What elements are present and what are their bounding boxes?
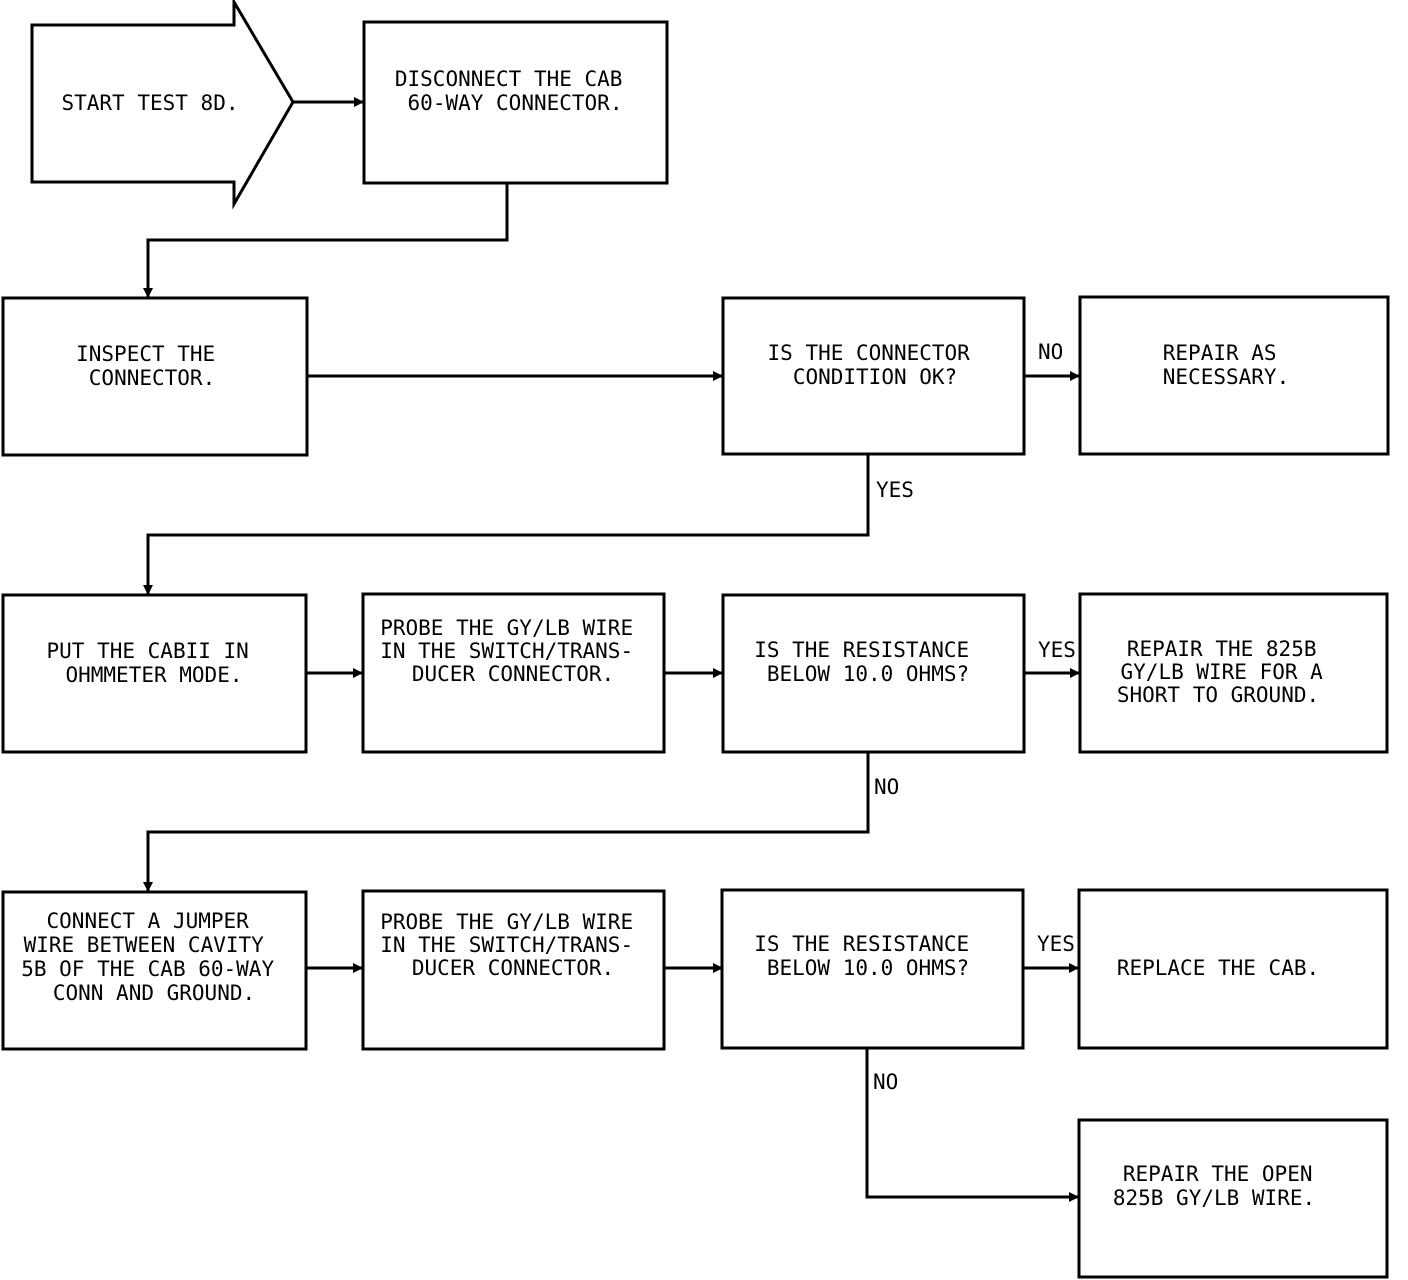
branch-label-yes: YES xyxy=(876,478,914,502)
step-text: DISCONNECT THE CAB 60-WAY CONNECTOR. xyxy=(395,67,635,115)
step-text: REPAIR AS NECESSARY. xyxy=(1163,341,1289,389)
branch-label-yes: YES xyxy=(1038,638,1076,662)
arrowhead xyxy=(1070,668,1080,678)
arrowhead xyxy=(354,97,364,107)
process-box xyxy=(361,889,666,1051)
step-probe-2: PROBE THE GY/LB WIRE IN THE SWITCH/TRANS… xyxy=(361,889,666,1051)
step-text: REPLACE THE CAB. xyxy=(1117,956,1319,980)
decision-text: IS THE RESISTANCE BELOW 10.0 OHMS? xyxy=(754,638,982,686)
step-probe-1: PROBE THE GY/LB WIRE IN THE SWITCH/TRANS… xyxy=(361,592,666,754)
step-text: PROBE THE GY/LB WIRE IN THE SWITCH/TRANS… xyxy=(380,616,646,686)
decision-text: IS THE CONNECTOR CONDITION OK? xyxy=(768,341,983,389)
arrowhead xyxy=(1069,963,1079,973)
step-inspect: INSPECT THE CONNECTOR. xyxy=(1,296,309,457)
step-connect-jumper: CONNECT A JUMPER WIRE BETWEEN CAVITY 5B … xyxy=(1,890,308,1051)
connector-resistance1-no xyxy=(146,752,870,892)
process-box xyxy=(1077,1118,1389,1279)
process-box xyxy=(1,890,308,1051)
process-box xyxy=(1078,295,1390,456)
arrowhead xyxy=(713,371,723,381)
step-text: REPAIR THE 825B GY/LB WIRE FOR A SHORT T… xyxy=(1117,637,1336,707)
decision-box xyxy=(721,296,1026,456)
step-disconnect: DISCONNECT THE CAB 60-WAY CONNECTOR. xyxy=(362,20,669,185)
process-box xyxy=(1,593,308,754)
step-repair-as-necessary: REPAIR AS NECESSARY. xyxy=(1078,295,1390,456)
step-replace-cab: REPLACE THE CAB. xyxy=(1077,888,1389,1050)
step-repair-open: REPAIR THE OPEN 825B GY/LB WIRE. xyxy=(1077,1118,1389,1279)
branch-label-yes: YES xyxy=(1037,932,1075,956)
connector-condition-yes xyxy=(146,454,870,595)
start-text: START TEST 8D. xyxy=(61,91,238,115)
branch-labels: NO YES YES NO YES NO xyxy=(873,340,1076,1094)
arrowhead xyxy=(143,882,153,892)
decision-text: IS THE RESISTANCE BELOW 10.0 OHMS? xyxy=(754,932,982,980)
branch-label-no: NO xyxy=(1038,340,1063,364)
process-box xyxy=(1,296,309,457)
process-box xyxy=(1078,592,1389,754)
arrowhead xyxy=(353,963,363,973)
decision-box xyxy=(721,593,1026,754)
step-text: REPAIR THE OPEN 825B GY/LB WIRE. xyxy=(1113,1162,1325,1210)
arrowhead xyxy=(143,585,153,595)
process-box xyxy=(362,20,669,185)
connectors xyxy=(143,97,1080,1202)
decision-box xyxy=(720,888,1025,1050)
connector-resistance2-no xyxy=(865,1048,1079,1199)
step-text: CONNECT A JUMPER WIRE BETWEEN CAVITY 5B … xyxy=(21,909,287,1005)
connector-disconnect-to-inspect xyxy=(146,183,509,298)
decision-resistance-2: IS THE RESISTANCE BELOW 10.0 OHMS? xyxy=(720,888,1025,1050)
arrowhead xyxy=(353,668,363,678)
arrowhead xyxy=(1070,371,1080,381)
decision-condition: IS THE CONNECTOR CONDITION OK? xyxy=(721,296,1026,456)
arrowhead xyxy=(713,963,723,973)
process-box xyxy=(361,592,666,754)
start-arrow-shape xyxy=(30,0,295,210)
branch-label-no: NO xyxy=(874,775,899,799)
arrowhead xyxy=(713,668,723,678)
branch-label-no: NO xyxy=(873,1070,898,1094)
step-ohmmeter-mode: PUT THE CABII IN OHMMETER MODE. xyxy=(1,593,308,754)
arrowhead xyxy=(1069,1192,1079,1202)
start-node: START TEST 8D. xyxy=(30,0,295,210)
step-text: PROBE THE GY/LB WIRE IN THE SWITCH/TRANS… xyxy=(380,910,646,980)
decision-resistance-1: IS THE RESISTANCE BELOW 10.0 OHMS? xyxy=(721,593,1026,754)
process-box xyxy=(1077,888,1389,1050)
step-text: PUT THE CABII IN OHMMETER MODE. xyxy=(47,639,262,687)
step-text: INSPECT THE CONNECTOR. xyxy=(76,342,228,390)
arrowhead xyxy=(143,288,153,298)
step-repair-short: REPAIR THE 825B GY/LB WIRE FOR A SHORT T… xyxy=(1078,592,1389,754)
